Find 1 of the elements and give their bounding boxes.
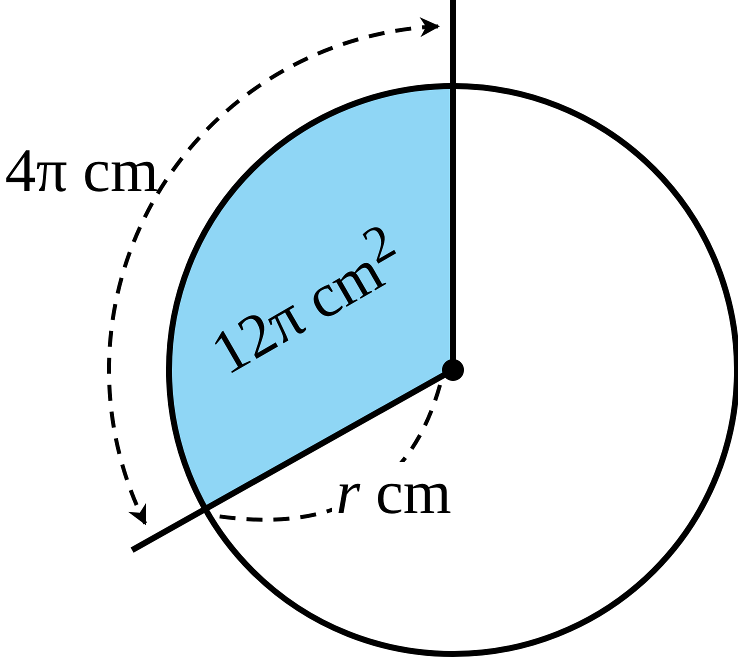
arc-length-label: 4π cm bbox=[5, 140, 159, 202]
